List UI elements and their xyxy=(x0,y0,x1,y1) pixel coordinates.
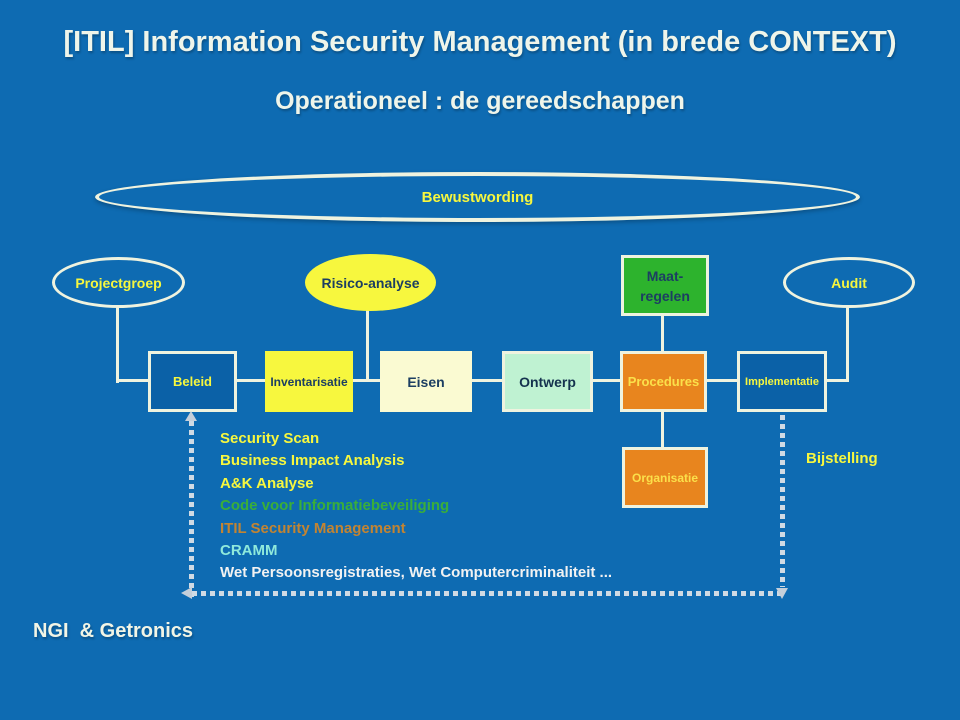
process-box-inventarisatie: Inventarisatie xyxy=(265,351,353,412)
node-projectgroep: Projectgroep xyxy=(52,257,185,308)
node-maatregelen-label: Maat- regelen xyxy=(640,267,690,304)
connector-beleid-inventarisatie xyxy=(237,379,265,382)
dashed-line-right xyxy=(780,415,785,587)
node-risico-analyse-label: Risico-analyse xyxy=(321,274,420,291)
process-box-ontwerp: Ontwerp xyxy=(502,351,593,412)
connector-maatregelen xyxy=(661,314,664,353)
connector-procedures-organisatie xyxy=(661,411,664,449)
organisatie-label: Organisatie xyxy=(631,470,699,485)
node-risico-analyse: Risico-analyse xyxy=(305,254,436,311)
tool-item: Business Impact Analysis xyxy=(220,452,405,470)
process-box-eisen: Eisen xyxy=(380,351,472,412)
page-subtitle: Operationeel : de gereedschappen xyxy=(275,87,685,115)
node-audit-label: Audit xyxy=(831,274,867,291)
tools-list: Security Scan Business Impact Analysis A… xyxy=(220,428,612,585)
process-box-beleid-label: Beleid xyxy=(172,374,212,389)
connector-eisen-ontwerp xyxy=(472,379,502,382)
process-box-procedures-label: Procedures xyxy=(627,374,700,389)
connector-risico xyxy=(366,309,369,382)
tool-item: A&K Analyse xyxy=(220,474,314,492)
footer-logo-text: NGI & Getronics xyxy=(33,620,194,642)
connector-projectgroep-stub xyxy=(116,379,150,382)
left-arrowhead-icon xyxy=(181,587,192,599)
organisatie-box: Organisatie xyxy=(622,447,708,508)
node-maatregelen: Maat- regelen xyxy=(621,255,709,316)
connector-procedures-implementatie xyxy=(707,379,737,382)
process-box-implementatie: Implementatie xyxy=(737,351,827,412)
process-box-inventarisatie-label: Inventarisatie xyxy=(270,374,348,389)
process-box-procedures: Procedures xyxy=(620,351,707,412)
connector-projectgroep xyxy=(116,307,119,383)
tool-item: Security Scan xyxy=(220,430,320,447)
dashed-line-left xyxy=(189,421,194,597)
dashed-line-bottom xyxy=(192,591,784,596)
awareness-ellipse: Bewustwording xyxy=(95,172,860,222)
down-arrowhead-icon xyxy=(776,588,788,599)
feedback-label: Bijstelling xyxy=(806,450,878,467)
awareness-label: Bewustwording xyxy=(421,188,534,206)
node-audit: Audit xyxy=(783,257,915,308)
process-box-implementatie-label: Implementatie xyxy=(745,375,819,388)
tool-item: Code voor Informatiebeveiliging xyxy=(220,497,450,515)
process-box-beleid: Beleid xyxy=(148,351,237,412)
tool-item: CRAMM xyxy=(220,542,278,560)
connector-audit-stub xyxy=(826,379,849,382)
tool-item: ITIL Security Management xyxy=(220,519,406,537)
page-title: [ITIL] Information Security Management (… xyxy=(63,26,897,58)
process-box-ontwerp-label: Ontwerp xyxy=(519,373,576,390)
connector-inventarisatie-eisen xyxy=(353,379,382,382)
connector-ontwerp-procedures xyxy=(593,379,620,382)
node-projectgroep-label: Projectgroep xyxy=(75,274,162,291)
up-arrowhead-icon xyxy=(185,411,197,421)
tool-item: Wet Persoonsregistraties, Wet Computercr… xyxy=(220,564,613,582)
process-box-eisen-label: Eisen xyxy=(407,373,445,390)
connector-audit xyxy=(846,307,849,382)
